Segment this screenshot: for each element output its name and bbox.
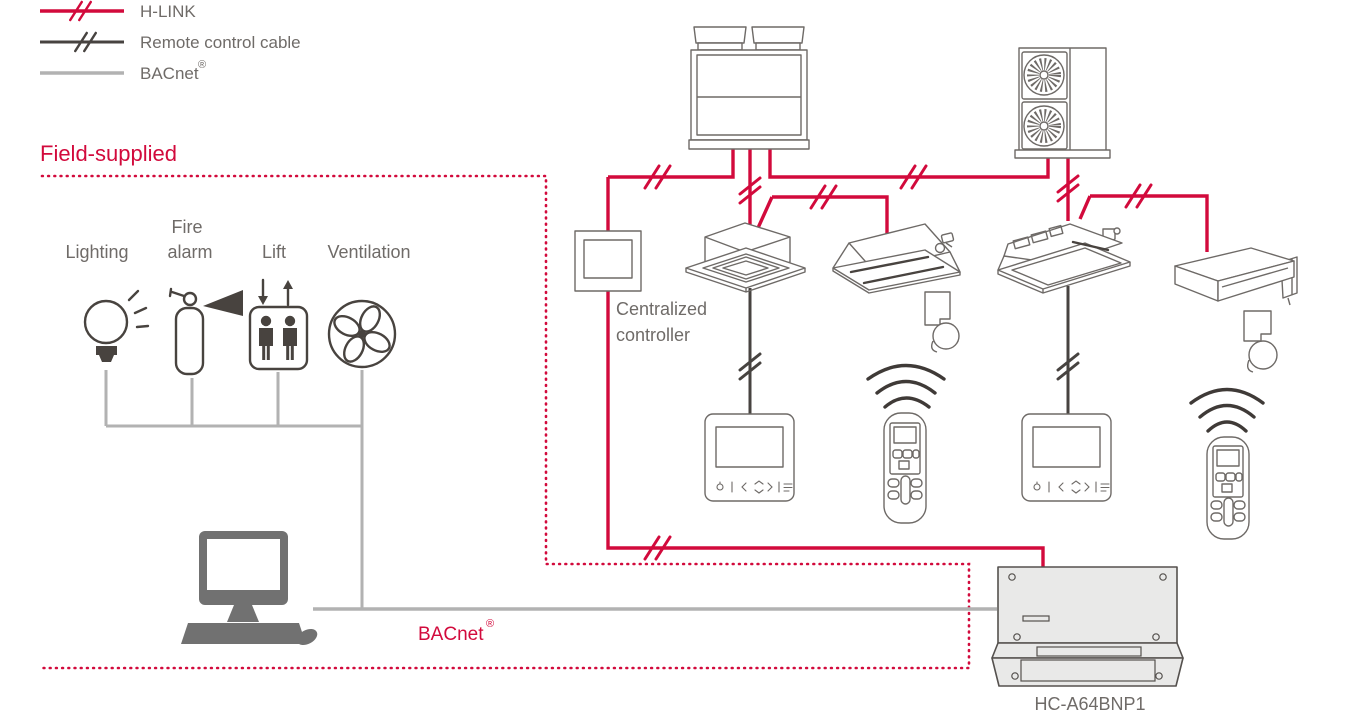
wireless-remote-1	[883, 412, 927, 524]
indoor-unit-ducted	[1174, 247, 1298, 306]
fan-icon	[327, 299, 397, 369]
fan-blade-top	[1023, 54, 1065, 96]
wireless-signal-1	[866, 363, 946, 409]
field-device-labels: Lighting Fire alarm Lift Ventilation	[65, 217, 410, 262]
fire-alarm-label-line2: alarm	[167, 242, 212, 262]
hlink-wiring	[606, 149, 1209, 567]
legend-label-bacnet: BACnet	[140, 64, 199, 83]
bacnet-gateway-unit: HC-A64BNP1	[991, 566, 1184, 714]
wireless-signal-2	[1189, 387, 1265, 433]
bacnet-bus-label: BACnet ®	[418, 618, 494, 645]
centralized-controller-label-line1: Centralized	[616, 299, 707, 319]
legend-item-hlink: H-LINK	[40, 0, 196, 22]
computer-icon	[181, 531, 318, 646]
indoor-unit-inceiling	[832, 223, 961, 294]
centralized-controller: Centralized controller	[574, 230, 707, 345]
remote-buttons	[1033, 480, 1110, 494]
legend-label-hlink: H-LINK	[140, 2, 196, 21]
bacnet-bus-text: BACnet	[418, 624, 484, 645]
gateway-model-label: HC-A64BNP1	[1034, 694, 1145, 714]
remote-control-cables	[738, 286, 1080, 415]
field-supplied-boundary	[40, 174, 971, 670]
wired-remote-2	[1021, 413, 1112, 502]
registered-mark: ®	[198, 59, 206, 71]
remote-buttons	[716, 480, 793, 494]
lift-icon	[248, 278, 309, 371]
ventilation-label: Ventilation	[327, 242, 410, 262]
indoor-unit-ceiling-suspended	[997, 223, 1131, 294]
lighting-label: Lighting	[65, 242, 128, 262]
outdoor-unit-large	[688, 26, 810, 150]
legend-label-remote-cable: Remote control cable	[140, 33, 301, 52]
wired-remote-1	[704, 413, 795, 502]
indoor-unit-cassette	[685, 222, 806, 293]
light-bulb-icon	[83, 289, 150, 362]
receiver-kit-1	[924, 291, 960, 353]
legend-item-remote-cable: Remote control cable	[40, 31, 301, 53]
wireless-remote-2	[1206, 436, 1250, 540]
outdoor-unit-twin-fan	[1014, 47, 1111, 159]
fire-alarm-label-line1: Fire	[172, 217, 203, 237]
legend-item-bacnet: BACnet ®	[40, 59, 206, 83]
lift-label: Lift	[262, 242, 286, 262]
sensor-valve-detail	[934, 232, 955, 254]
receiver-kit-2	[1243, 310, 1278, 373]
legend: H-LINK Remote control cable BACnet ®	[40, 0, 301, 83]
bacnet-bus-registered-mark: ®	[486, 618, 494, 630]
fan-blade-bottom	[1023, 105, 1065, 147]
field-supplied-title: Field-supplied	[40, 141, 177, 166]
fire-extinguisher-icon	[168, 287, 243, 376]
centralized-controller-label-line2: controller	[616, 325, 690, 345]
bacnet-wiring	[104, 370, 997, 611]
